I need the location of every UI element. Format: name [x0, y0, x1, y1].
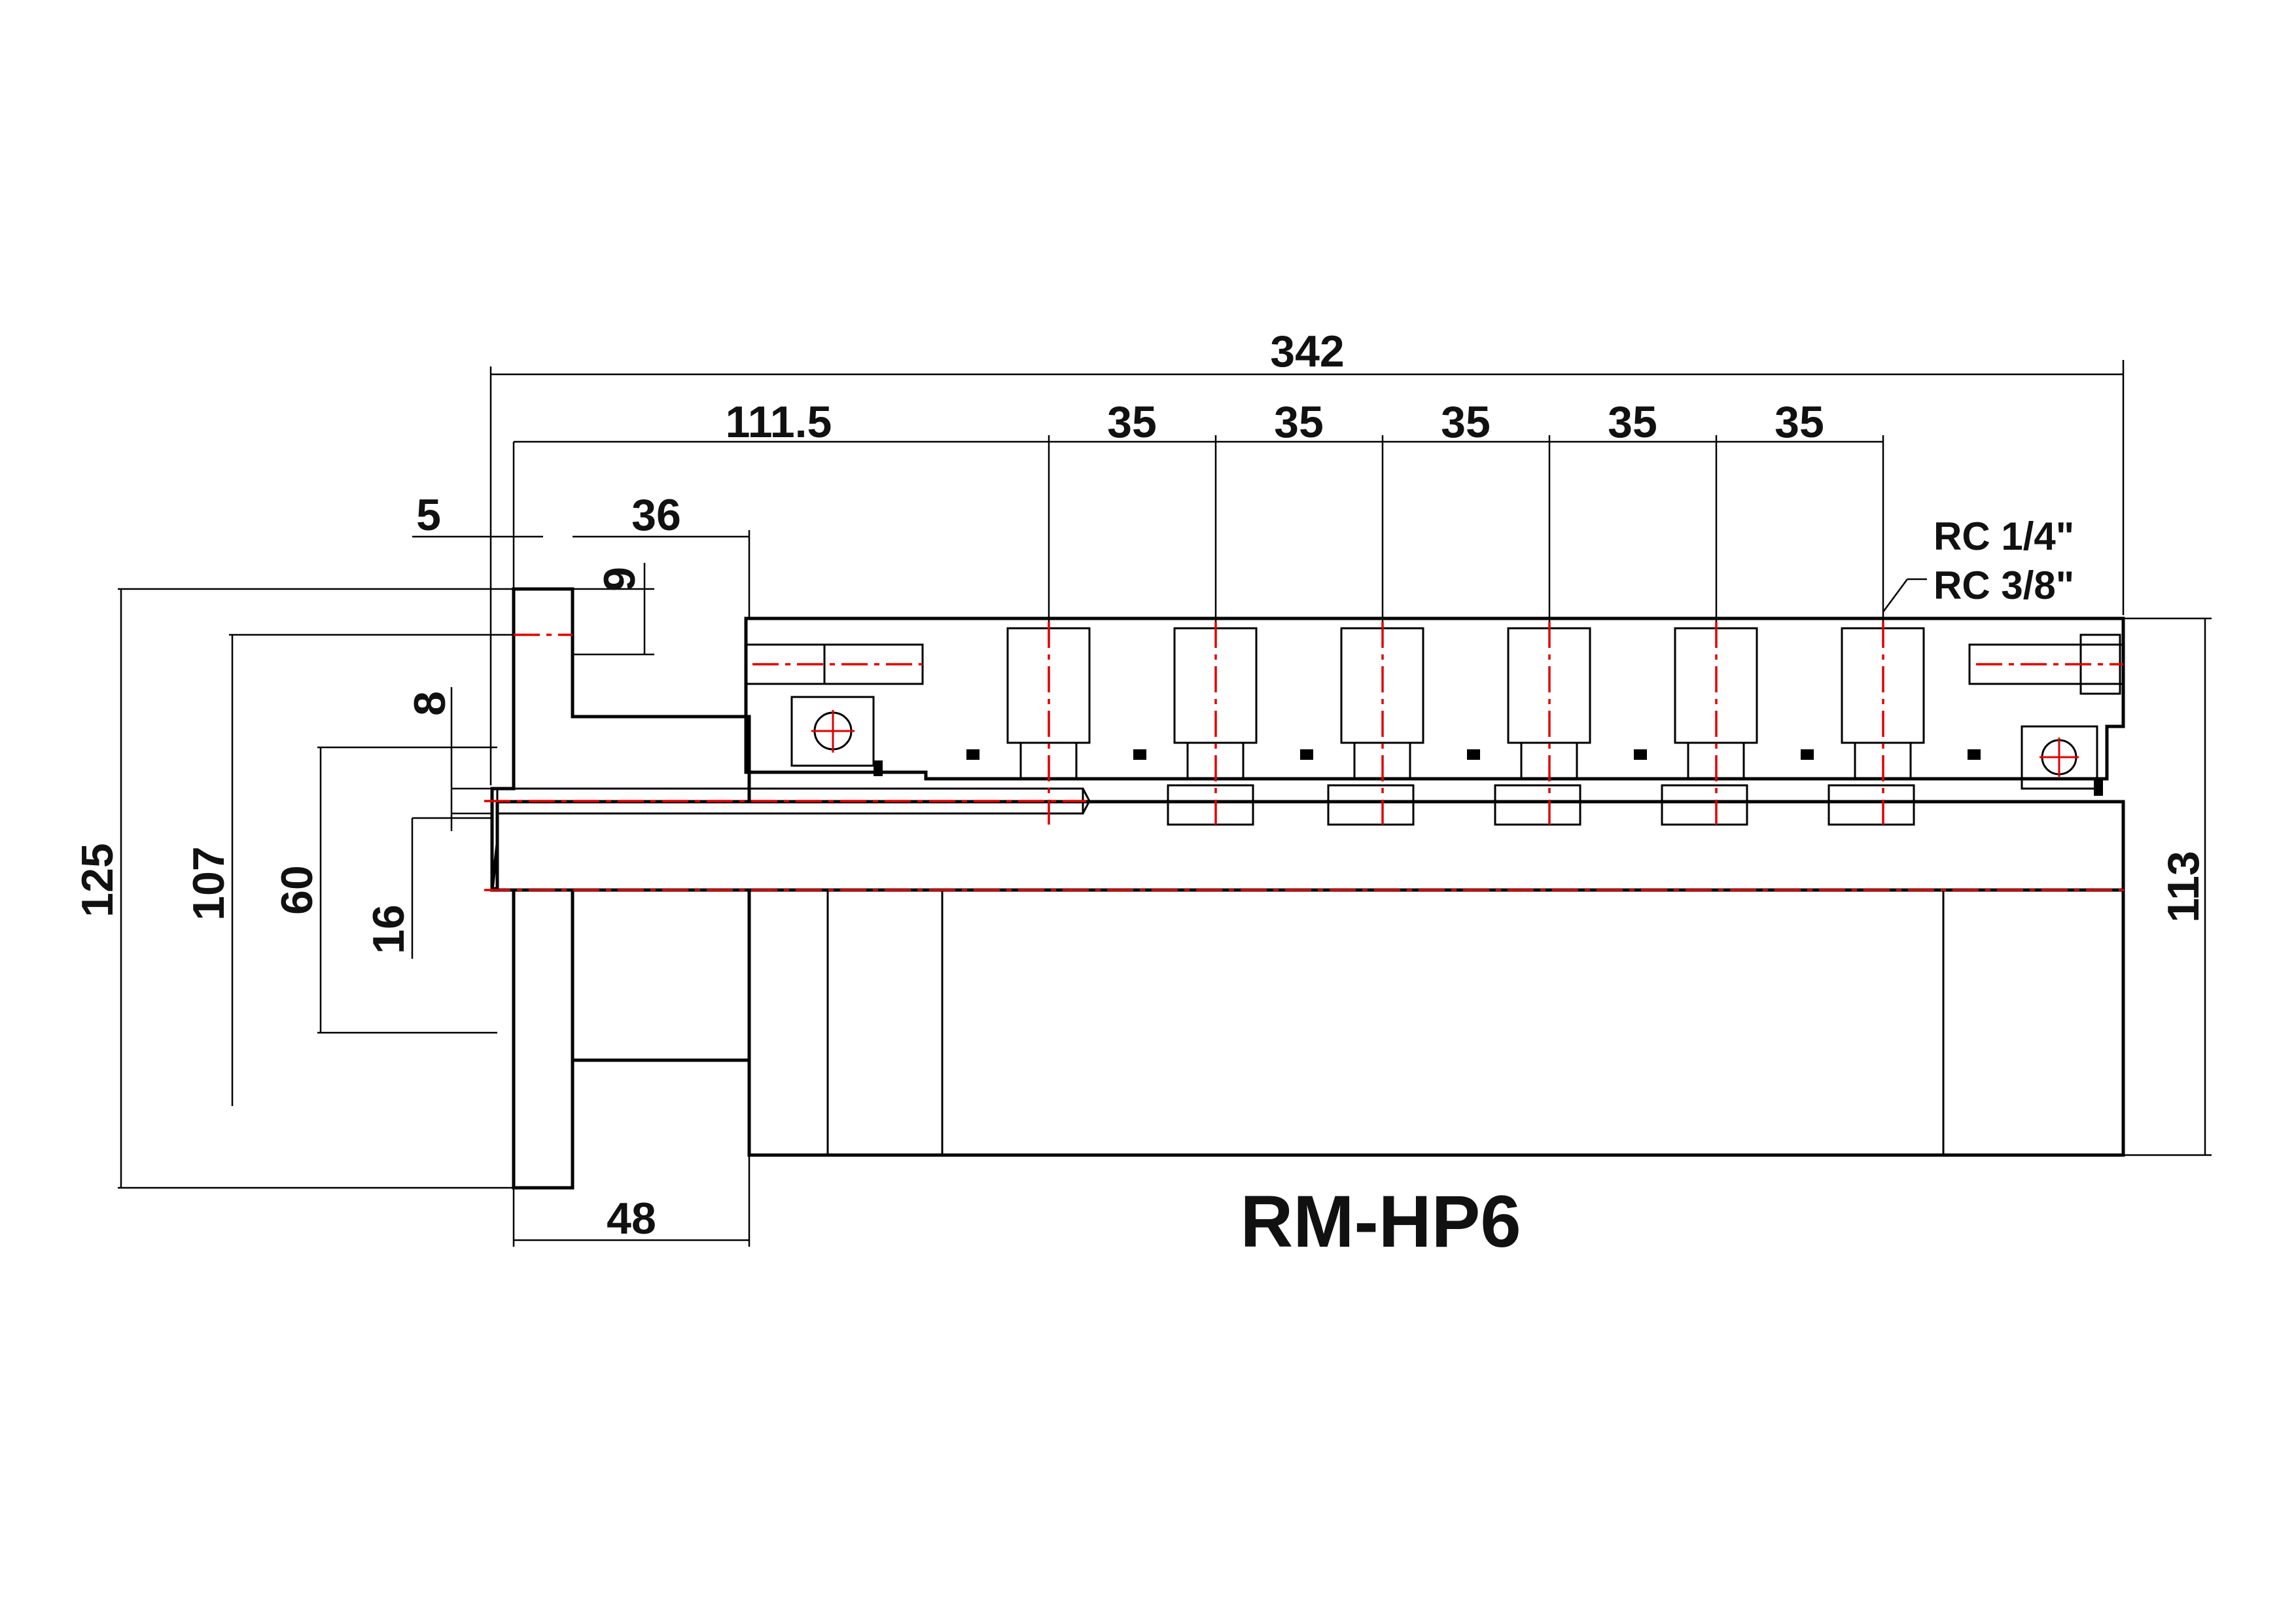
dim-flange-gap: 5: [416, 490, 441, 540]
dim-shaft-diameter: 60: [272, 865, 322, 915]
dim-port-pitch-4: 35: [1608, 397, 1657, 447]
pilot-outline: [571, 888, 751, 1062]
shaft-channels: [496, 784, 1915, 826]
housing-outline: [747, 888, 2125, 1157]
outline-view: [512, 888, 2125, 1190]
section-view: [490, 587, 2125, 892]
dim-channel-diameter: 16: [364, 904, 414, 954]
note-port-thread-large: RC 3/8": [1934, 563, 2074, 607]
dim-port-pitch-1: 35: [1107, 397, 1157, 447]
flange-outline: [512, 888, 574, 1190]
dim-flange-thickness: 9: [595, 567, 645, 592]
dimension-labels: 342 111.5 35 35 35 35 35 5 36 9 8 125 10…: [73, 327, 2208, 1262]
dim-pilot-diameter: 107: [184, 846, 234, 920]
model-title: RM-HP6: [1240, 1181, 1521, 1262]
note-port-thread-small: RC 1/4": [1934, 514, 2074, 558]
dim-port-pitch-3: 35: [1441, 397, 1491, 447]
dim-port-pitch-5: 35: [1775, 397, 1824, 447]
housing-section: [744, 616, 2125, 781]
dim-flange-to-body: 36: [631, 490, 681, 540]
dim-port-pitch-2: 35: [1274, 397, 1324, 447]
dim-body-height: 113: [2159, 851, 2208, 923]
bearing-left: [790, 696, 875, 767]
dim-overall-length: 342: [1270, 327, 1344, 376]
bearing-right: [2021, 725, 2098, 790]
dim-first-port-offset: 111.5: [726, 397, 832, 447]
dimension-lines: [118, 360, 2212, 1247]
shaft-section: [490, 800, 2125, 892]
dim-flange-length: 48: [607, 1194, 656, 1243]
dim-flange-diameter: 125: [73, 843, 122, 917]
seals: [874, 749, 2103, 796]
dim-bore-offset: 8: [405, 691, 455, 716]
centerlines: [484, 622, 2127, 891]
